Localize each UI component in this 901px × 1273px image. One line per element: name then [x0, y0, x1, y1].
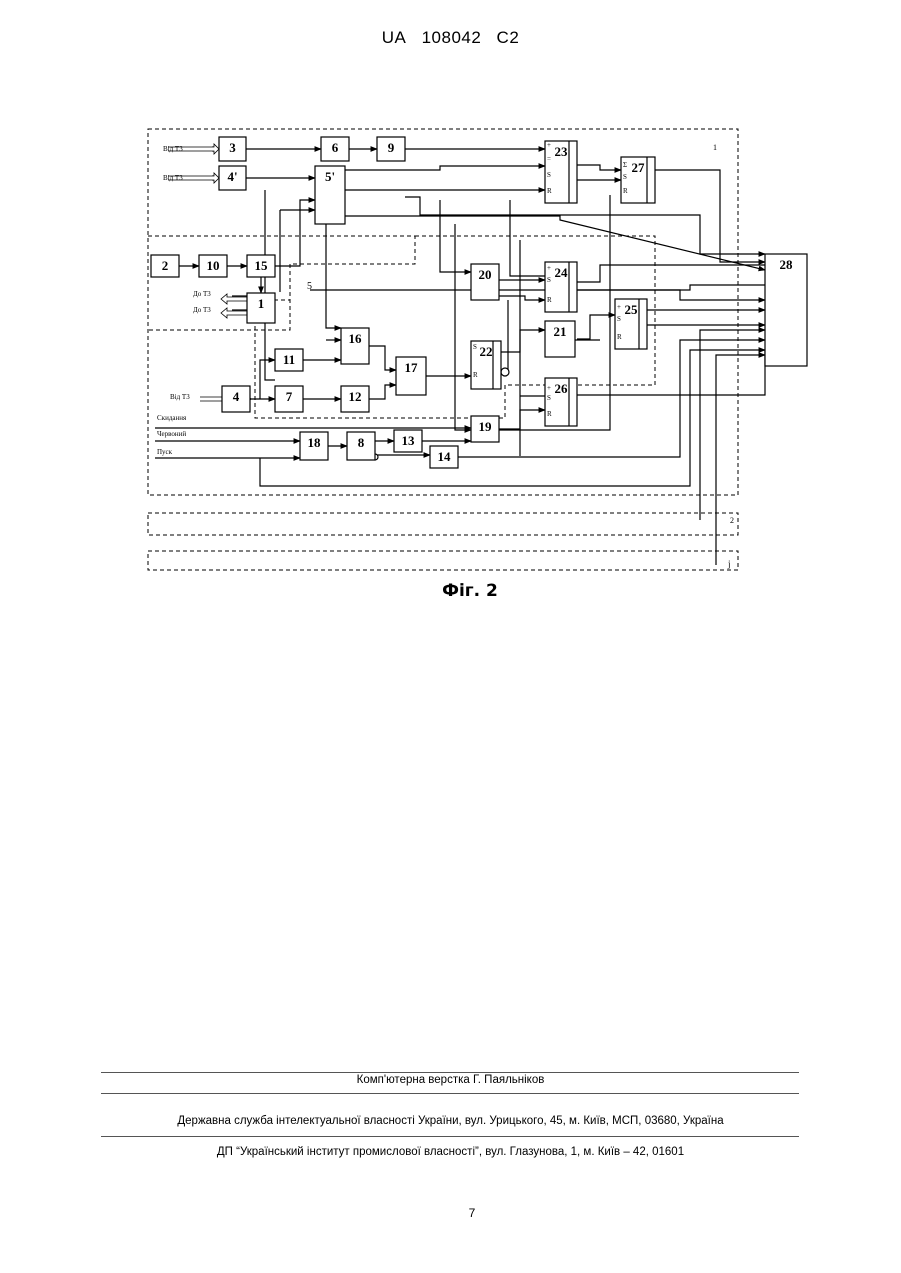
label-region-j: j	[727, 559, 731, 569]
wire-15	[369, 346, 396, 370]
region-1-notch	[148, 236, 415, 330]
inverter-22	[501, 368, 509, 376]
wire-48	[326, 224, 341, 328]
pin-24-3: R	[547, 296, 552, 304]
page-number: 7	[0, 1206, 901, 1220]
wire-55	[310, 285, 765, 290]
block-17-label: 17	[405, 360, 419, 375]
pin-25-2: S	[617, 315, 621, 323]
block-25-label: 25	[625, 302, 639, 317]
block-14-label: 14	[438, 449, 452, 464]
wire-33	[499, 410, 545, 429]
label-chervony: Червоний	[157, 430, 186, 438]
pin-27-3: R	[623, 187, 628, 195]
block-2-label: 2	[162, 258, 169, 273]
pin-26-3: R	[547, 410, 552, 418]
block-23-label: 23	[555, 144, 569, 159]
wire-43	[700, 330, 765, 520]
label-vid-t3-c: Від Т3	[170, 393, 190, 401]
wire-26	[577, 290, 765, 300]
block-diagram: 1234678910111213141516171819202122232425…	[0, 0, 901, 610]
wire-52	[455, 224, 471, 430]
wire-56	[501, 300, 508, 370]
label-pusk: Пуск	[157, 448, 173, 456]
wire-22	[655, 170, 765, 262]
footer-agency: Державна служба інтелектуальної власност…	[0, 1115, 901, 1127]
block-1-label: 1	[258, 296, 265, 311]
footer-institute: ДП “Український інститут промислової вла…	[0, 1146, 901, 1158]
wire-32	[577, 350, 765, 395]
block-13-label: 13	[402, 433, 416, 448]
block-8-label: 8	[358, 435, 365, 450]
pin-23-3: S	[547, 171, 551, 179]
block-19-label: 19	[479, 419, 493, 434]
label-do-t3-a: До Т3	[193, 290, 211, 298]
wire-24	[499, 296, 545, 300]
footer-rule-top	[101, 1072, 799, 1073]
wire-19	[345, 166, 545, 170]
block-28-label: 28	[780, 257, 794, 272]
block-11-label: 11	[283, 352, 295, 367]
label-skid: Скидання	[157, 414, 187, 422]
wire-45	[265, 190, 275, 380]
block-12-label: 12	[349, 389, 362, 404]
label-vid-t3-a: Від Т3	[163, 145, 183, 153]
label-region-2: 2	[730, 516, 734, 525]
pin-22-1: S	[473, 343, 477, 351]
block-18-label: 18	[308, 435, 322, 450]
pin-27-2: S	[623, 173, 627, 181]
label-region-5: 5	[307, 281, 312, 292]
block-9-label: 9	[388, 140, 395, 155]
block-20-label: 20	[479, 267, 492, 282]
wire-53	[510, 200, 545, 276]
pin-24-2: S	[547, 276, 551, 284]
block-4-label: 4	[233, 389, 240, 404]
block-21-label: 21	[554, 324, 567, 339]
pin-23-1: +	[547, 141, 551, 149]
footer-rule-middle	[101, 1093, 799, 1094]
pin-24-1: +	[547, 264, 551, 272]
block-15-label: 15	[255, 258, 269, 273]
wire-42	[260, 350, 765, 486]
pin-25-3: R	[617, 333, 622, 341]
pin-22-2: R	[473, 371, 478, 379]
block-22-label: 22	[480, 344, 493, 359]
label-vid-t3-b: Від Т3	[163, 174, 183, 182]
figure-caption: Фіг. 2	[0, 581, 901, 601]
pin-27-1: Σ	[623, 161, 627, 169]
footer-layout-credit: Комп'ютерна верстка Г. Паяльніков	[0, 1074, 901, 1086]
footer-rule-bottom	[101, 1136, 799, 1137]
wire-35	[458, 340, 765, 457]
block-24-label: 24	[555, 265, 569, 280]
region-j	[148, 551, 738, 570]
pin-23-4: R	[547, 187, 552, 195]
block-7-label: 7	[286, 389, 293, 404]
label-region-1: 1	[713, 143, 717, 152]
block-5p-label: 5'	[325, 169, 335, 184]
block-4p-label: 4'	[227, 169, 237, 184]
wire-16	[369, 385, 396, 399]
block-16-label: 16	[349, 331, 363, 346]
block-10-label: 10	[207, 258, 220, 273]
block-6-label: 6	[332, 140, 339, 155]
block-26-label: 26	[555, 381, 569, 396]
wire-20	[577, 165, 621, 170]
region-2	[148, 513, 738, 535]
label-do-t3-b: До Т3	[193, 306, 211, 314]
wire-27	[577, 315, 615, 339]
pin-25-1: +	[617, 303, 621, 311]
block-3-label: 3	[229, 140, 236, 155]
pin-23-2: =	[547, 155, 551, 163]
wire-25	[577, 265, 765, 282]
wire-44	[716, 355, 765, 565]
pin-26-1: +	[547, 384, 551, 392]
pin-26-2: S	[547, 394, 551, 402]
block-27-label: 27	[632, 160, 646, 175]
